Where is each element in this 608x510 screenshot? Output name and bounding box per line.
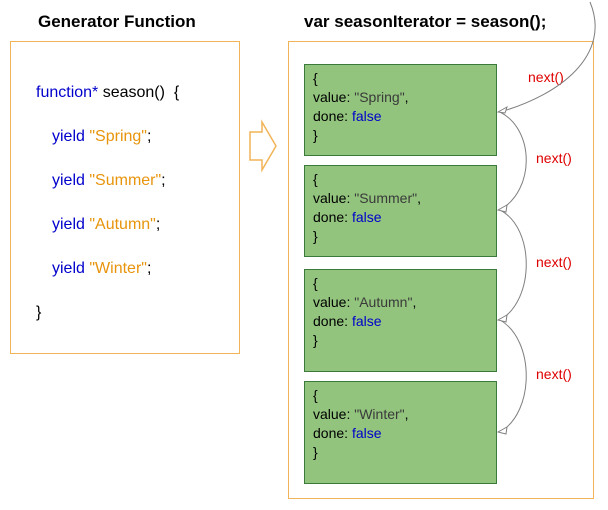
card-value-line: value: "Summer", [313, 189, 496, 208]
value-string: "Autumn" [354, 294, 413, 310]
value-string: "Spring" [354, 89, 405, 105]
function-keyword: function* [36, 84, 99, 101]
card-value-line: value: "Spring", [313, 88, 496, 107]
iterator-result-card-summer: { value: "Summer", done: false } [304, 165, 497, 257]
comma: , [404, 406, 409, 422]
yield-keyword: yield [52, 172, 85, 189]
card-value-line: value: "Autumn", [313, 293, 496, 312]
yield-keyword: yield [52, 260, 85, 277]
code-line-yield-2: yield "Summer"; [52, 172, 166, 190]
arrowhead-icon [496, 314, 508, 323]
iterator-result-card-spring: { value: "Spring", done: false } [304, 64, 497, 156]
right-heading: var seasonIterator = season(); [304, 12, 547, 31]
card-close-brace: } [313, 127, 318, 143]
card-done-line: done: false [313, 312, 496, 331]
yield-keyword: yield [52, 128, 85, 145]
yield-value: "Summer" [89, 172, 162, 189]
code-line-yield-4: yield "Winter"; [52, 260, 151, 278]
next-arrow-2 [499, 111, 527, 211]
card-open-brace: { [313, 387, 318, 403]
yield-value: "Spring" [89, 128, 147, 145]
card-done-line: done: false [313, 107, 496, 126]
done-key: done: [313, 209, 352, 225]
flow-arrow-icon [249, 119, 277, 173]
comma: , [417, 190, 421, 206]
code-line-yield-3: yield "Autumn"; [52, 216, 160, 234]
value-string: "Summer" [354, 190, 418, 206]
semicolon: ; [146, 128, 152, 145]
done-key: done: [313, 108, 352, 124]
yield-value: "Autumn" [89, 216, 156, 233]
done-value: false [351, 425, 382, 441]
value-string: "Winter" [354, 406, 405, 422]
comma: , [412, 294, 417, 310]
done-value: false [351, 209, 382, 225]
semicolon: ; [161, 172, 166, 189]
done-value: false [351, 108, 382, 124]
generator-code-panel [10, 41, 240, 354]
card-done-line: done: false [313, 424, 496, 443]
next-arrow-3 [499, 209, 527, 321]
card-open-brace: { [313, 70, 318, 86]
card-open-brace: { [313, 275, 318, 291]
next-call-label-1: next() [528, 69, 564, 85]
done-key: done: [313, 313, 352, 329]
arrowhead-icon [496, 426, 508, 435]
card-open-brace: { [313, 171, 318, 187]
value-key: value: [313, 89, 355, 105]
next-call-label-3: next() [536, 254, 572, 270]
yield-value: "Winter" [89, 260, 147, 277]
comma: , [404, 89, 409, 105]
done-key: done: [313, 425, 352, 441]
next-call-label-2: next() [536, 150, 572, 166]
card-close-brace: } [313, 228, 318, 244]
function-signature: season() { [98, 84, 180, 101]
next-call-label-4: next() [536, 366, 572, 382]
next-arrow-1 [499, 1, 596, 113]
semicolon: ; [146, 260, 152, 277]
left-heading: Generator Function [38, 12, 196, 31]
value-key: value: [313, 190, 355, 206]
arrowhead-icon [496, 105, 508, 114]
card-close-brace: } [313, 332, 318, 348]
yield-keyword: yield [52, 216, 85, 233]
next-arrow-4 [499, 319, 527, 433]
card-done-line: done: false [313, 208, 496, 227]
value-key: value: [313, 406, 355, 422]
value-key: value: [313, 294, 355, 310]
card-value-line: value: "Winter", [313, 405, 496, 424]
card-close-brace: } [313, 444, 318, 460]
done-value: false [351, 313, 382, 329]
code-line-yield-1: yield "Spring"; [52, 128, 151, 146]
arrowhead-icon [496, 204, 508, 213]
code-line-signature: function* season() { [36, 84, 179, 102]
code-line-closing-brace: } [36, 304, 42, 321]
iterator-result-card-winter: { value: "Winter", done: false } [304, 381, 497, 484]
semicolon: ; [155, 216, 161, 233]
iterator-result-card-autumn: { value: "Autumn", done: false } [304, 269, 497, 372]
